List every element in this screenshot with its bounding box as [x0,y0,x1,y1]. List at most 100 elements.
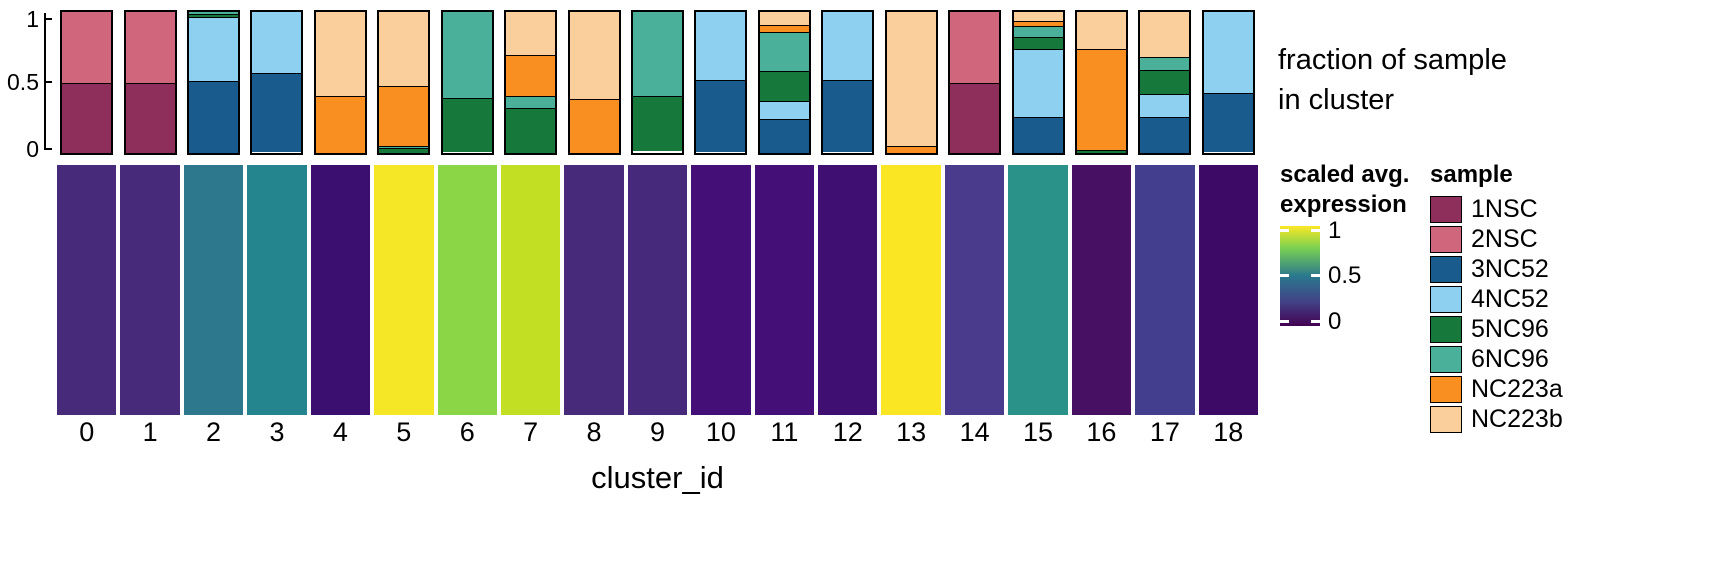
colorbar-label-0.5: 0.5 [1328,262,1362,289]
heatmap-cell-cluster-3[interactable] [247,165,307,415]
heatmap-cell-cluster-10[interactable] [691,165,751,415]
heatmap-cell-cluster-12[interactable] [818,165,878,415]
stacked-bar-cluster-10[interactable] [694,10,748,155]
bar-stack [377,10,431,155]
heatmap-cell-cluster-4[interactable] [310,165,371,415]
sample-swatch-4NC52 [1430,285,1462,313]
bar-segment-4NC52 [252,12,302,75]
bar-stack [1201,10,1255,155]
y-tick-label-0.5: 0.5 [7,69,39,95]
x-tick-label-3: 3 [269,417,285,447]
bar-segment-6NC96 [189,12,239,15]
x-tick-label-9: 9 [649,417,665,447]
stacked-bar-cluster-5[interactable] [377,10,431,155]
bar-segment-1NSC [950,83,1000,153]
heatmap-cell-cluster-2[interactable] [183,165,244,415]
y-tick-mark-0.5 [45,81,52,83]
bar-stack [440,10,494,155]
heatmap-cell-cluster-11[interactable] [754,165,815,415]
expression-legend-title-line2: expression [1280,191,1407,218]
heatmap-cell-cluster-8[interactable] [564,165,624,415]
stacked-bar-cluster-15[interactable] [1011,10,1065,155]
bar-stack [567,10,621,155]
sample-label-NC223b: NC223b [1471,404,1563,433]
bar-segment-5NC96 [189,14,239,19]
sample-legend-item-4NC52[interactable]: 4NC52 [1430,284,1720,314]
x-tick-label-13: 13 [896,417,927,447]
stacked-bar-cluster-12[interactable] [821,10,875,155]
y-tick-label-1: 1 [26,6,39,32]
stacked-bar-cluster-4[interactable] [313,10,367,155]
x-tick-label-15: 15 [1022,417,1054,447]
sample-legend-item-NC223a[interactable]: NC223a [1430,374,1720,404]
sample-legend-item-6NC96[interactable]: 6NC96 [1430,344,1720,374]
stacked-bar-cluster-7[interactable] [504,10,558,155]
colorbar-tick-0.5-left [1280,274,1289,277]
heatmap-cell-cluster-6[interactable] [437,165,497,415]
y-tick-mark-0 [45,148,52,150]
sample-legend-item-3NC52[interactable]: 3NC52 [1430,254,1720,284]
heatmap-cell-cluster-7[interactable] [500,165,561,415]
sample-legend-item-5NC96[interactable]: 5NC96 [1430,314,1720,344]
sample-swatch-NC223a [1430,375,1462,403]
expression-legend-title-line1: scaled avg. [1280,161,1410,188]
x-tick-label-4: 4 [332,417,348,447]
sample-label-3NC52: 3NC52 [1471,254,1549,283]
sample-label-NC223a: NC223a [1471,374,1563,403]
expression-legend: scaled avg. expression 1 0.5 0 [1280,160,1420,334]
bar-stack [504,10,558,155]
stacked-bar-cluster-2[interactable] [187,10,241,155]
bar-segment-3NC52 [823,81,873,152]
x-tick-label-2: 2 [206,417,222,447]
bar-stack [123,10,177,155]
stacked-bar-cluster-16[interactable] [1074,10,1128,155]
heatmap-cell-cluster-13[interactable] [881,165,941,415]
stacked-bar-cluster-1[interactable] [123,10,177,155]
bar-segment-1NSC [62,83,112,153]
sample-legend-item-NC223b[interactable]: NC223b [1430,404,1720,434]
stacked-bar-cluster-3[interactable] [250,10,304,155]
bar-segment-NC223b [759,12,809,27]
colorbar-tick-0-right [1311,320,1320,323]
heatmap-cell-cluster-17[interactable] [1135,165,1195,415]
bar-segment-3NC52 [1140,118,1190,153]
stacked-bar-cluster-18[interactable] [1201,10,1255,155]
stacked-bar-cluster-8[interactable] [567,10,621,155]
heatmap-cell-cluster-5[interactable] [374,165,434,415]
sample-label-2NSC: 2NSC [1471,224,1538,253]
stacked-bar-cluster-0[interactable] [60,10,114,155]
stacked-bar-cluster-6[interactable] [440,10,494,155]
bar-segment-NC223b [379,12,429,87]
x-tick-label-6: 6 [459,417,475,447]
heatmap-cell-cluster-15[interactable] [1008,165,1068,415]
bar-segment-NC223a [506,55,556,97]
stacked-bar-cluster-14[interactable] [948,10,1002,155]
x-tick-label-10: 10 [705,417,736,447]
heatmap-cell-cluster-18[interactable] [1198,165,1258,415]
sample-legend-item-2NSC[interactable]: 2NSC [1430,224,1720,254]
colorbar-tick-1-left [1280,229,1289,232]
heatmap-cell-cluster-0[interactable] [57,165,117,415]
stacked-bar-cluster-17[interactable] [1138,10,1192,155]
colorbar-tick-0.5-right [1311,274,1320,277]
heatmap-cell-cluster-9[interactable] [627,165,688,415]
heatmap-cell-cluster-1[interactable] [120,165,180,415]
stacked-bar-row [55,10,1260,155]
sample-label-6NC96: 6NC96 [1471,344,1549,373]
stacked-bar-cluster-9[interactable] [631,10,684,155]
bar-segment-3NC52 [189,82,239,153]
bar-segment-3NC52 [1013,118,1063,153]
sample-swatch-NC223b [1430,405,1462,433]
bar-segment-NC223b [569,12,619,101]
bar-segment-3NC52 [759,119,809,153]
sample-swatch-6NC96 [1430,345,1462,373]
heatmap-cell-cluster-14[interactable] [944,165,1005,415]
bar-segment-4NC52 [696,12,746,82]
stacked-bar-cluster-13[interactable] [884,10,938,155]
heatmap-cell-cluster-16[interactable] [1071,165,1132,415]
stacked-bar-cluster-11[interactable] [757,10,811,155]
colorbar-tick-1-right [1311,229,1320,232]
sample-legend-item-1NSC[interactable]: 1NSC [1430,194,1720,224]
